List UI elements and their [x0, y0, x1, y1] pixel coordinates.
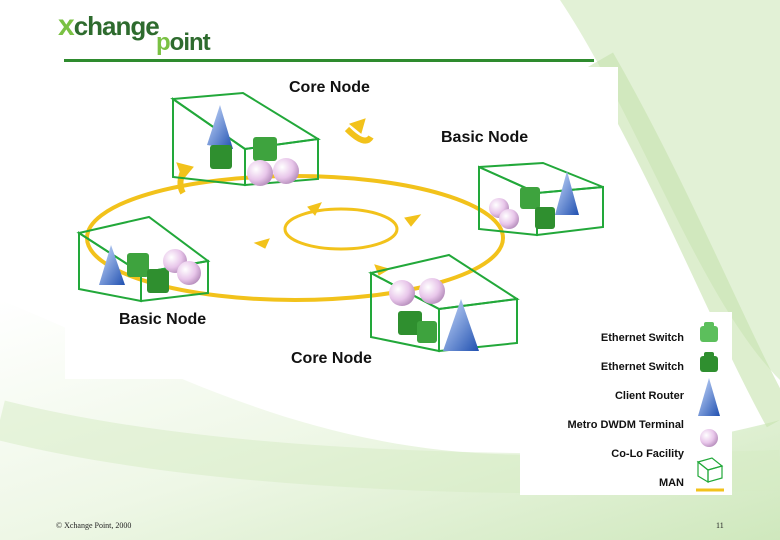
- basic-node-left: [76, 215, 211, 303]
- legend-label-client-router: Client Router: [614, 390, 684, 402]
- core-node-bottom-label: Core Node: [291, 350, 372, 367]
- dwdm-terminal-icon: [419, 278, 445, 304]
- core-node-top: [170, 91, 321, 187]
- dwdm-terminal-icon: [389, 280, 415, 306]
- logo-oint: oint: [169, 29, 211, 56]
- legend-label-ethernet-switch-dark: Ethernet Switch: [600, 361, 684, 373]
- dwdm-terminal-icon: [177, 261, 201, 285]
- logo-x: x: [58, 9, 75, 42]
- legend-label-dwdm-terminal: Metro DWDM Terminal: [567, 419, 684, 431]
- legend: Ethernet Switch Ethernet Switch Client R…: [520, 312, 732, 495]
- client-router-icon: [555, 171, 579, 215]
- ethernet-switch-icon: [535, 207, 555, 229]
- logo-p: p: [156, 29, 171, 56]
- header-rule: [64, 59, 594, 62]
- client-router-icon: [207, 105, 233, 149]
- ethernet-switch-icon: [210, 145, 232, 169]
- flow-arrows: [176, 118, 422, 276]
- ethernet-switch-icon: [253, 137, 277, 161]
- legend-icons: [696, 322, 724, 492]
- ethernet-switch-dark-icon: [700, 352, 718, 372]
- ethernet-switch-icon: [127, 253, 149, 277]
- ethernet-switch-icon: [520, 187, 540, 209]
- core-node-bottom: [368, 253, 520, 353]
- basic-node-left-label: Basic Node: [119, 311, 207, 328]
- legend-label-colo-facility: Co-Lo Facility: [611, 448, 684, 460]
- colo-facility-icon: [696, 457, 724, 484]
- page-number: 11: [716, 521, 724, 530]
- client-router-icon: [99, 245, 125, 285]
- man-inner-ring: [283, 207, 399, 251]
- client-router-icon: [443, 299, 479, 351]
- basic-node-right-label: Basic Node: [441, 129, 529, 146]
- network-diagram-graphic: [76, 91, 604, 353]
- ethernet-switch-icon: [417, 321, 437, 343]
- dwdm-terminal-icon: [273, 158, 299, 184]
- ethernet-switch-icon: [398, 311, 422, 335]
- dwdm-terminal-icon: [700, 429, 718, 447]
- ethernet-switch-light-icon: [700, 322, 718, 342]
- dwdm-terminal-icon: [247, 160, 273, 186]
- core-node-top-label: Core Node: [289, 79, 370, 96]
- basic-node-right: [478, 161, 604, 237]
- ethernet-switch-icon: [147, 269, 169, 293]
- logo-change: change: [73, 11, 160, 41]
- copyright-text: © Xchange Point, 2000: [56, 521, 132, 530]
- legend-label-ethernet-switch-light: Ethernet Switch: [600, 332, 684, 344]
- client-router-icon: [698, 378, 720, 416]
- dwdm-terminal-icon: [499, 209, 519, 229]
- xchangepoint-logo: xchange point: [58, 11, 211, 56]
- legend-label-man: MAN: [658, 477, 684, 489]
